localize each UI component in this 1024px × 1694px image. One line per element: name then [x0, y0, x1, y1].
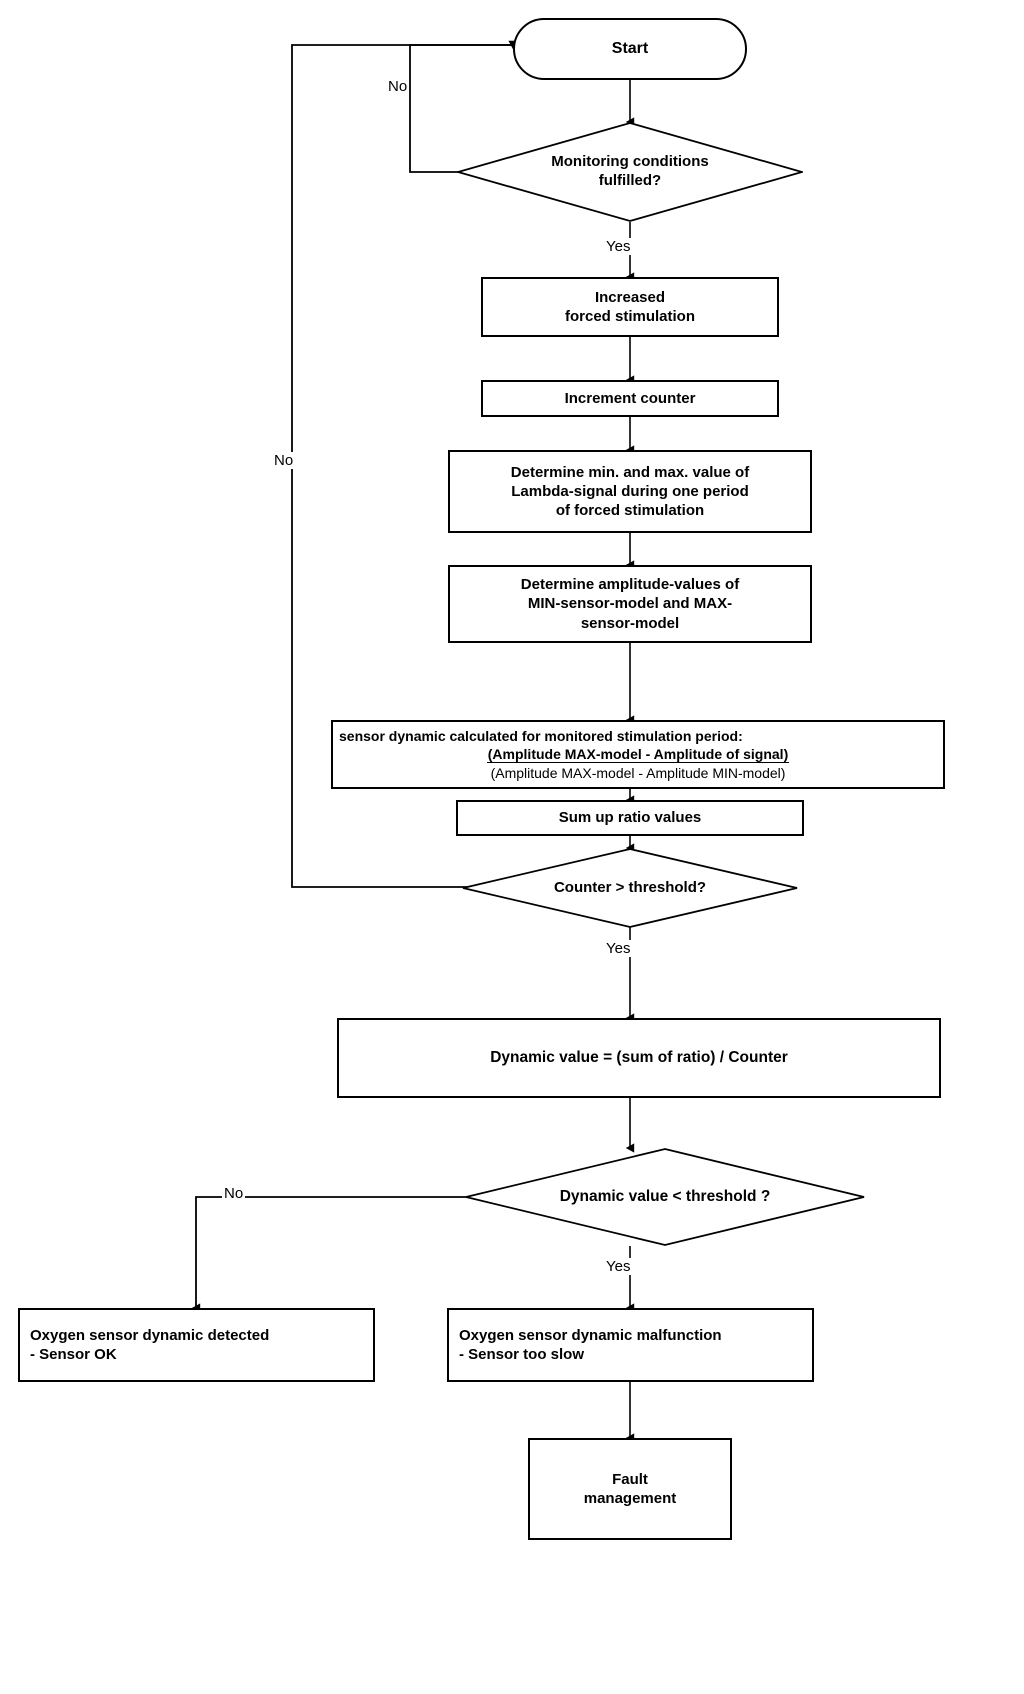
edge-label-counter-yes: Yes — [604, 940, 633, 957]
node-sensor-malfunction-label: Oxygen sensor dynamic malfunction - Sens… — [459, 1326, 722, 1363]
node-counter-threshold[interactable]: Counter > threshold? — [462, 848, 798, 928]
node-monitoring-conditions[interactable]: Monitoring conditions fulfilled? — [457, 122, 803, 222]
node-sensor-ok[interactable]: Oxygen sensor dynamic detected - Sensor … — [18, 1308, 375, 1382]
node-fault-management[interactable]: Fault management — [528, 1438, 732, 1540]
node-start[interactable]: Start — [513, 18, 747, 80]
edge-label-dynamic-yes: Yes — [604, 1258, 633, 1275]
node-determine-amplitude-values[interactable]: Determine amplitude-values of MIN-sensor… — [448, 565, 812, 643]
node-determine-min-max[interactable]: Determine min. and max. value of Lambda-… — [448, 450, 812, 533]
node-determine-min-max-label: Determine min. and max. value of Lambda-… — [510, 463, 750, 520]
formula-denominator: (Amplitude MAX-model - Amplitude MIN-mod… — [490, 764, 786, 781]
edge-dynamic-no — [191, 1196, 475, 1313]
edge-label-monitoring-no: No — [386, 78, 410, 95]
edge-label-monitoring-yes: Yes — [604, 238, 633, 255]
node-sensor-ok-label: Oxygen sensor dynamic detected - Sensor … — [30, 1326, 270, 1363]
node-sum-up-ratio-values[interactable]: Sum up ratio values — [456, 800, 804, 836]
node-increased-forced-stimulation[interactable]: Increased forced stimulation — [481, 277, 779, 337]
node-start-label: Start — [611, 39, 649, 57]
node-dynamic-value-threshold[interactable]: Dynamic value < threshold ? — [465, 1148, 865, 1246]
node-increment-counter-label: Increment counter — [564, 389, 696, 407]
node-determine-amplitude-values-label: Determine amplitude-values of MIN-sensor… — [520, 576, 740, 632]
node-fault-management-label: Fault management — [583, 1470, 677, 1507]
formula-numerator-wrap: (Amplitude MAX-model - Amplitude of sign… — [333, 745, 943, 764]
node-dynamic-value-calc-label: Dynamic value = (sum of ratio) / Counter — [490, 1049, 788, 1067]
formula-numerator: (Amplitude MAX-model - Amplitude of sign… — [486, 746, 790, 764]
edge-label-counter-no: No — [272, 452, 296, 469]
edge-label-dynamic-no: No — [222, 1185, 246, 1202]
node-sum-up-ratio-values-label: Sum up ratio values — [558, 809, 702, 827]
node-dynamic-value-calc[interactable]: Dynamic value = (sum of ratio) / Counter — [337, 1018, 941, 1098]
node-sensor-dynamic-formula[interactable]: sensor dynamic calculated for monitored … — [331, 720, 945, 789]
node-sensor-malfunction[interactable]: Oxygen sensor dynamic malfunction - Sens… — [447, 1308, 814, 1382]
node-increased-forced-stimulation-label: Increased forced stimulation — [564, 288, 695, 325]
formula-line-1: sensor dynamic calculated for monitored … — [339, 728, 743, 745]
node-increment-counter[interactable]: Increment counter — [481, 380, 779, 417]
